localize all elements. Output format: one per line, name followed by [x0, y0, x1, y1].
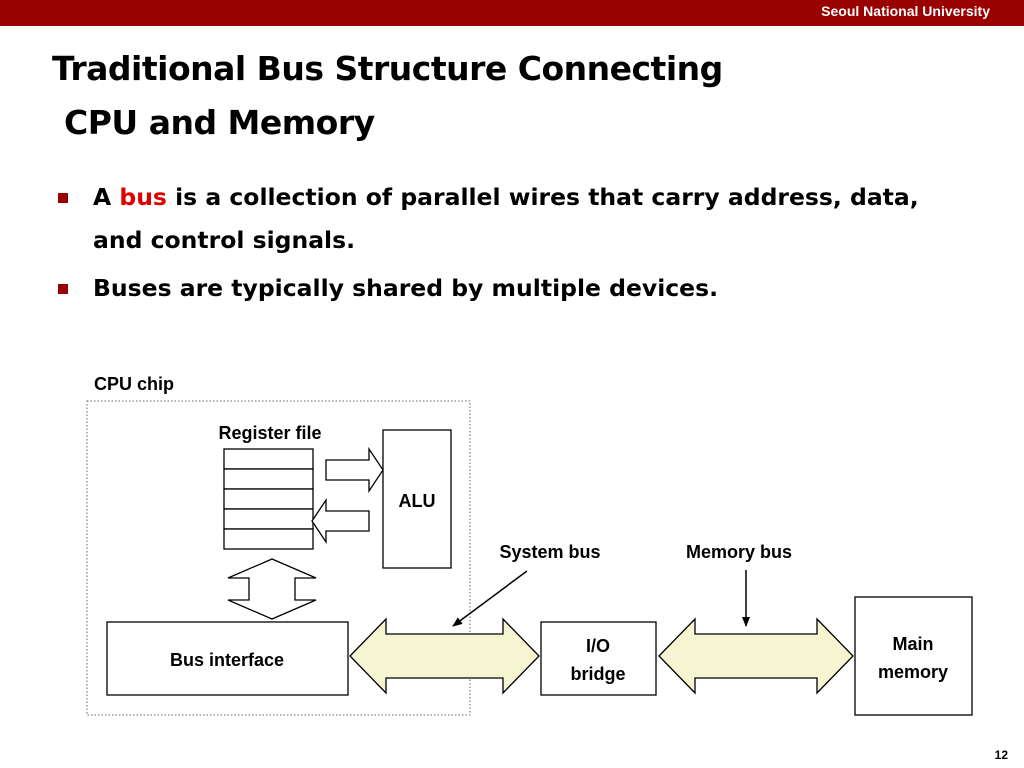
bullet-shared-buses: Buses are typically shared by multiple d… — [56, 267, 936, 310]
bullet-list: A bus is a collection of parallel wires … — [56, 176, 936, 315]
cpu-chip-label: CPU chip — [94, 374, 174, 394]
system-bus-pointer-arrow — [452, 570, 528, 627]
main-memory-label-line2: memory — [878, 662, 948, 682]
bullet-2-text: Buses are typically shared by multiple d… — [93, 274, 719, 302]
slide-title: Traditional Bus Structure Connecting CPU… — [52, 42, 723, 150]
slide-number: 12 — [994, 748, 1008, 762]
system-bus-arrow — [349, 617, 540, 695]
bullet-1-pre: A — [93, 183, 120, 211]
bus-interface-label: Bus interface — [170, 650, 284, 670]
register-bus-interface-arrow — [227, 558, 317, 620]
title-line-1: Traditional Bus Structure Connecting — [52, 49, 723, 88]
io-bridge-label-line1: I/O — [586, 636, 610, 656]
bullet-bus-definition: A bus is a collection of parallel wires … — [56, 176, 936, 262]
memory-bus-label: Memory bus — [686, 542, 792, 562]
main-memory-label-line1: Main — [892, 634, 933, 654]
title-line-2: CPU and Memory — [64, 103, 375, 142]
register-cell — [223, 488, 314, 510]
cpu-chip-boundary — [86, 400, 471, 716]
header-bar: Seoul National University — [0, 0, 1024, 26]
main-memory-box — [854, 596, 973, 716]
register-file-label: Register file — [218, 423, 321, 443]
institution-name: Seoul National University — [821, 3, 990, 19]
register-to-alu-arrow — [325, 446, 384, 494]
io-bridge-box — [540, 621, 657, 696]
memory-bus-arrow — [658, 617, 854, 695]
square-bullet-icon — [58, 193, 68, 203]
register-cell — [223, 508, 314, 530]
alu-label: ALU — [399, 491, 436, 511]
square-bullet-icon — [58, 284, 68, 294]
register-cell — [223, 528, 314, 550]
register-cell — [223, 468, 314, 490]
bus-interface-box — [106, 621, 349, 696]
alu-to-register-arrow — [311, 497, 370, 545]
alu-box — [382, 429, 452, 569]
register-cell — [223, 448, 314, 470]
bullet-1-post: is a collection of parallel wires that c… — [93, 183, 919, 254]
bus-highlight: bus — [119, 183, 167, 211]
register-file — [223, 448, 314, 550]
system-bus-label: System bus — [499, 542, 600, 562]
io-bridge-label-line2: bridge — [570, 664, 625, 684]
